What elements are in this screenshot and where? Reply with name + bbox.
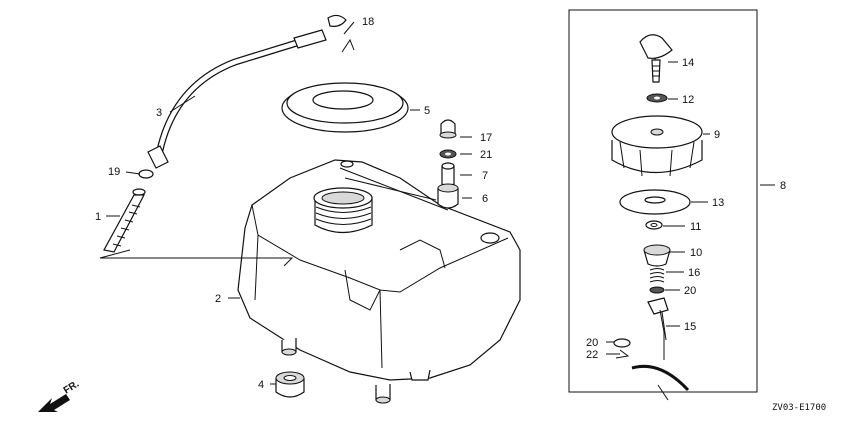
tube-clip-19: [138, 169, 154, 179]
callout-19: 19: [108, 166, 120, 178]
front-arrow-icon: [38, 394, 70, 412]
cap-body-10: [643, 244, 671, 267]
callout-1: 1: [95, 211, 101, 223]
callout-6: 6: [482, 193, 488, 205]
fuel-tank: [237, 159, 521, 404]
washer-11: [645, 220, 663, 230]
spring-16: [649, 268, 665, 283]
callout-15: 15: [684, 321, 696, 333]
clip-22: [615, 349, 630, 359]
fuel-strainer: [103, 188, 146, 253]
callout-5: 5: [424, 105, 430, 117]
callout-18: 18: [362, 16, 374, 28]
callout-13: 13: [712, 197, 724, 209]
drawing-code: ZV03-E1700: [772, 403, 826, 413]
callout-16: 16: [688, 267, 700, 279]
callout-14: 14: [682, 57, 694, 69]
tube-clip-18: [327, 14, 347, 27]
callout-2: 2: [215, 293, 221, 305]
callout-20-lower: 20: [586, 337, 598, 349]
washer-20-upper: [649, 286, 665, 294]
cap-nut-17: [439, 119, 457, 139]
callout-9: 9: [714, 129, 720, 141]
callout-20-upper: 20: [684, 285, 696, 297]
fuel-cap-9: [611, 115, 703, 177]
callout-21: 21: [480, 149, 492, 161]
callout-3: 3: [156, 107, 162, 119]
fuel-tube: [147, 29, 327, 169]
collar-7: [441, 162, 455, 187]
callout-10: 10: [690, 247, 702, 259]
washer-12: [646, 93, 668, 103]
callout-7: 7: [482, 170, 488, 182]
washer-20-lower: [613, 338, 631, 348]
leader-lines: [99, 21, 775, 401]
knob-14: [639, 34, 673, 83]
callout-22: 22: [586, 349, 598, 361]
callout-4: 4: [258, 379, 264, 391]
mount-rubber-4: [275, 371, 305, 398]
callout-17: 17: [480, 132, 492, 144]
callout-8: 8: [780, 180, 786, 192]
washer-21: [439, 149, 457, 159]
callout-11: 11: [690, 221, 701, 233]
gasket-13: [619, 189, 691, 215]
fuel-gauge-15: [631, 297, 690, 392]
callout-12: 12: [682, 94, 694, 106]
mount-rubber-6: [437, 183, 459, 209]
front-label: FR.: [62, 379, 82, 397]
tank-gasket: [281, 82, 409, 133]
